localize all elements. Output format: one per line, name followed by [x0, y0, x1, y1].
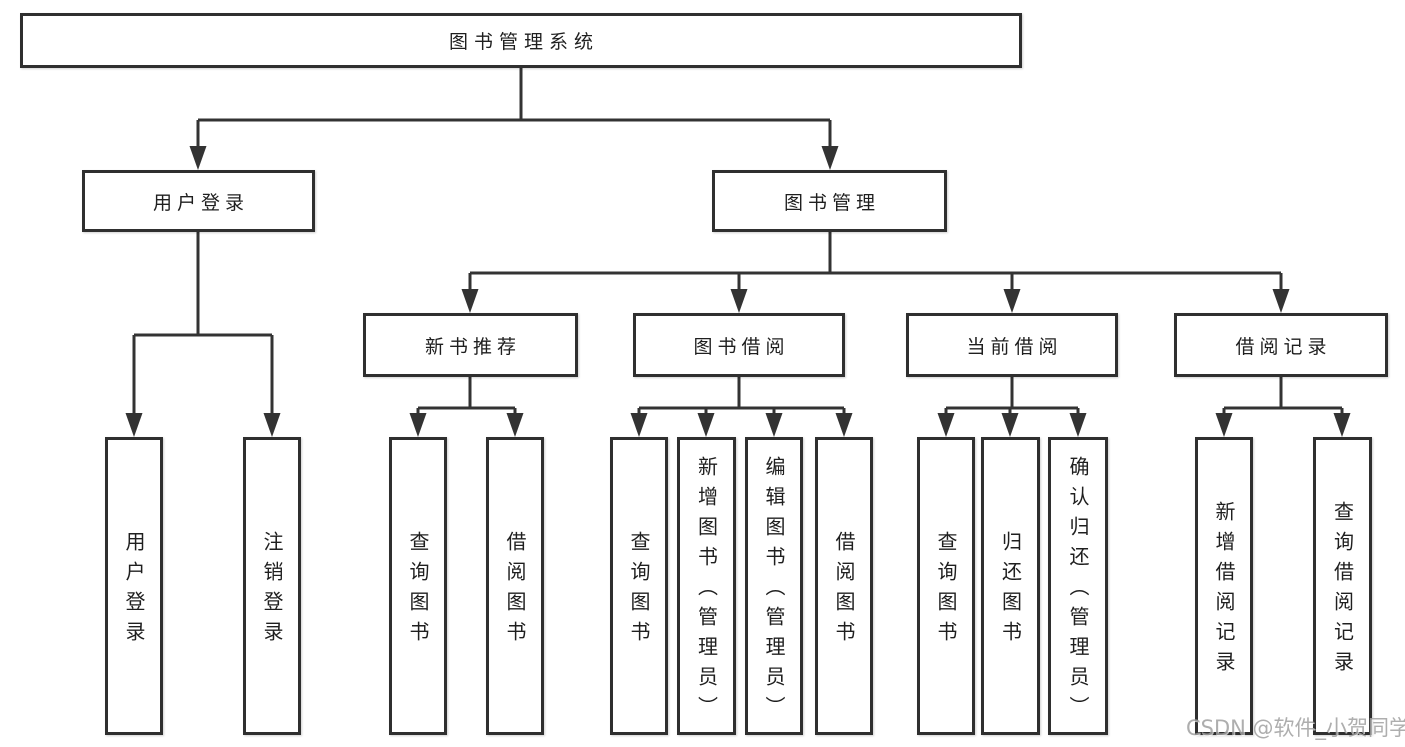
leaf-query-borrow-record: 查询借阅记录: [1313, 437, 1372, 735]
leaf-query-books: 查询图书: [917, 437, 975, 735]
node-book-borrowing: 图书借阅: [633, 313, 845, 377]
node-borrowing-records: 借阅记录: [1174, 313, 1388, 377]
node-current-borrowing-label: 当前借阅: [966, 335, 1063, 358]
node-root-system-label: 图书管理系统: [448, 31, 599, 53]
leaf-return-books-label: 归还图书: [998, 531, 1023, 651]
node-user-login: 用户登录: [82, 170, 315, 232]
leaf-logout: 注销登录: [243, 437, 301, 735]
leaf-query-books: 查询图书: [610, 437, 668, 735]
leaf-borrow-books: 借阅图书: [815, 437, 873, 735]
leaf-add-borrow-record-label: 新增借阅记录: [1212, 501, 1236, 681]
leaf-borrow-books: 借阅图书: [486, 437, 544, 735]
node-book-management: 图书管理: [712, 170, 947, 232]
node-book-management-label: 图书管理: [783, 191, 880, 214]
leaf-return-books: 归还图书: [981, 437, 1040, 735]
node-new-book-recommend: 新书推荐: [363, 313, 578, 377]
leaf-user-login: 用户登录: [105, 437, 163, 735]
leaf-add-borrow-record: 新增借阅记录: [1195, 437, 1253, 735]
node-current-borrowing: 当前借阅: [906, 313, 1118, 377]
node-book-borrowing-label: 图书借阅: [693, 335, 790, 358]
leaf-confirm-return-admin-label: 确认归还（管理员）: [1066, 456, 1090, 726]
leaf-borrow-books-label: 借阅图书: [503, 531, 527, 651]
leaf-edit-books-admin: 编辑图书（管理员）: [745, 437, 803, 735]
leaf-add-books-admin: 新增图书（管理员）: [677, 437, 736, 735]
leaf-query-books-label: 查询图书: [934, 531, 958, 651]
node-user-login-label: 用户登录: [152, 191, 249, 214]
leaf-logout-label: 注销登录: [260, 531, 284, 651]
leaf-edit-books-admin-label: 编辑图书（管理员）: [762, 456, 786, 726]
csdn-watermark: CSDN @软件_小贺同学: [1186, 716, 1405, 740]
node-new-book-recommend-label: 新书推荐: [424, 335, 521, 358]
leaf-borrow-books-label: 借阅图书: [832, 531, 856, 651]
leaf-query-books: 查询图书: [389, 437, 447, 735]
leaf-add-books-admin-label: 新增图书（管理员）: [694, 456, 719, 726]
leaf-confirm-return-admin: 确认归还（管理员）: [1048, 437, 1108, 735]
node-root-system: 图书管理系统: [20, 13, 1022, 68]
leaf-query-books-label: 查询图书: [627, 531, 651, 651]
leaf-query-books-label: 查询图书: [406, 531, 430, 651]
leaf-user-login-label: 用户登录: [122, 531, 146, 651]
node-borrowing-records-label: 借阅记录: [1235, 335, 1332, 358]
leaf-query-borrow-record-label: 查询借阅记录: [1330, 501, 1355, 681]
